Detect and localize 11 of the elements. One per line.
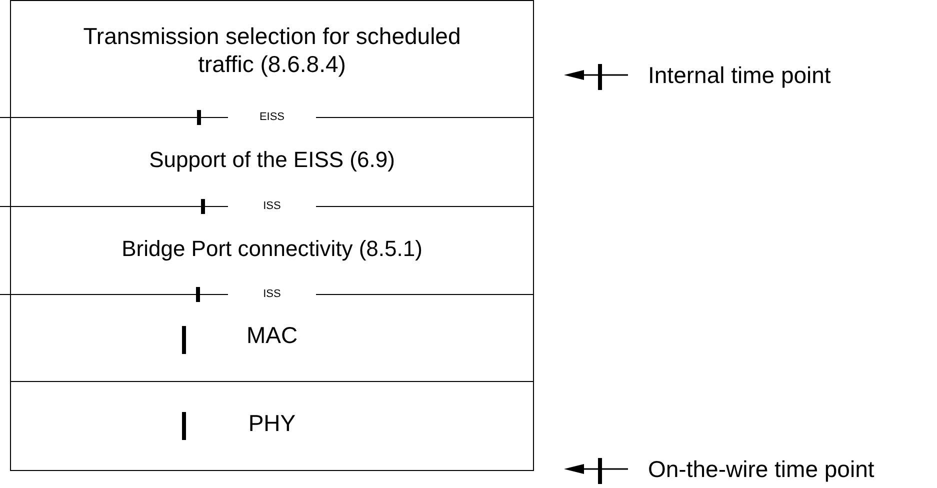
layer-title: MAC bbox=[246, 322, 298, 350]
layer-title: Transmission selection for scheduled traffic (8.6.8.4) bbox=[82, 23, 462, 79]
interface-label: ISS bbox=[262, 201, 282, 212]
layer-title: PHY bbox=[248, 410, 296, 438]
legend-text: Internal time point bbox=[648, 61, 831, 90]
interface-label: ISS bbox=[262, 289, 282, 300]
layer-title: Bridge Port connectivity (8.5.1) bbox=[122, 236, 422, 262]
legend-text: On-the-wire time point bbox=[648, 455, 874, 484]
layer-title: Support of the EISS (6.9) bbox=[149, 147, 395, 174]
layer-band bbox=[10, 381, 534, 471]
interface-label: EISS bbox=[258, 112, 286, 123]
